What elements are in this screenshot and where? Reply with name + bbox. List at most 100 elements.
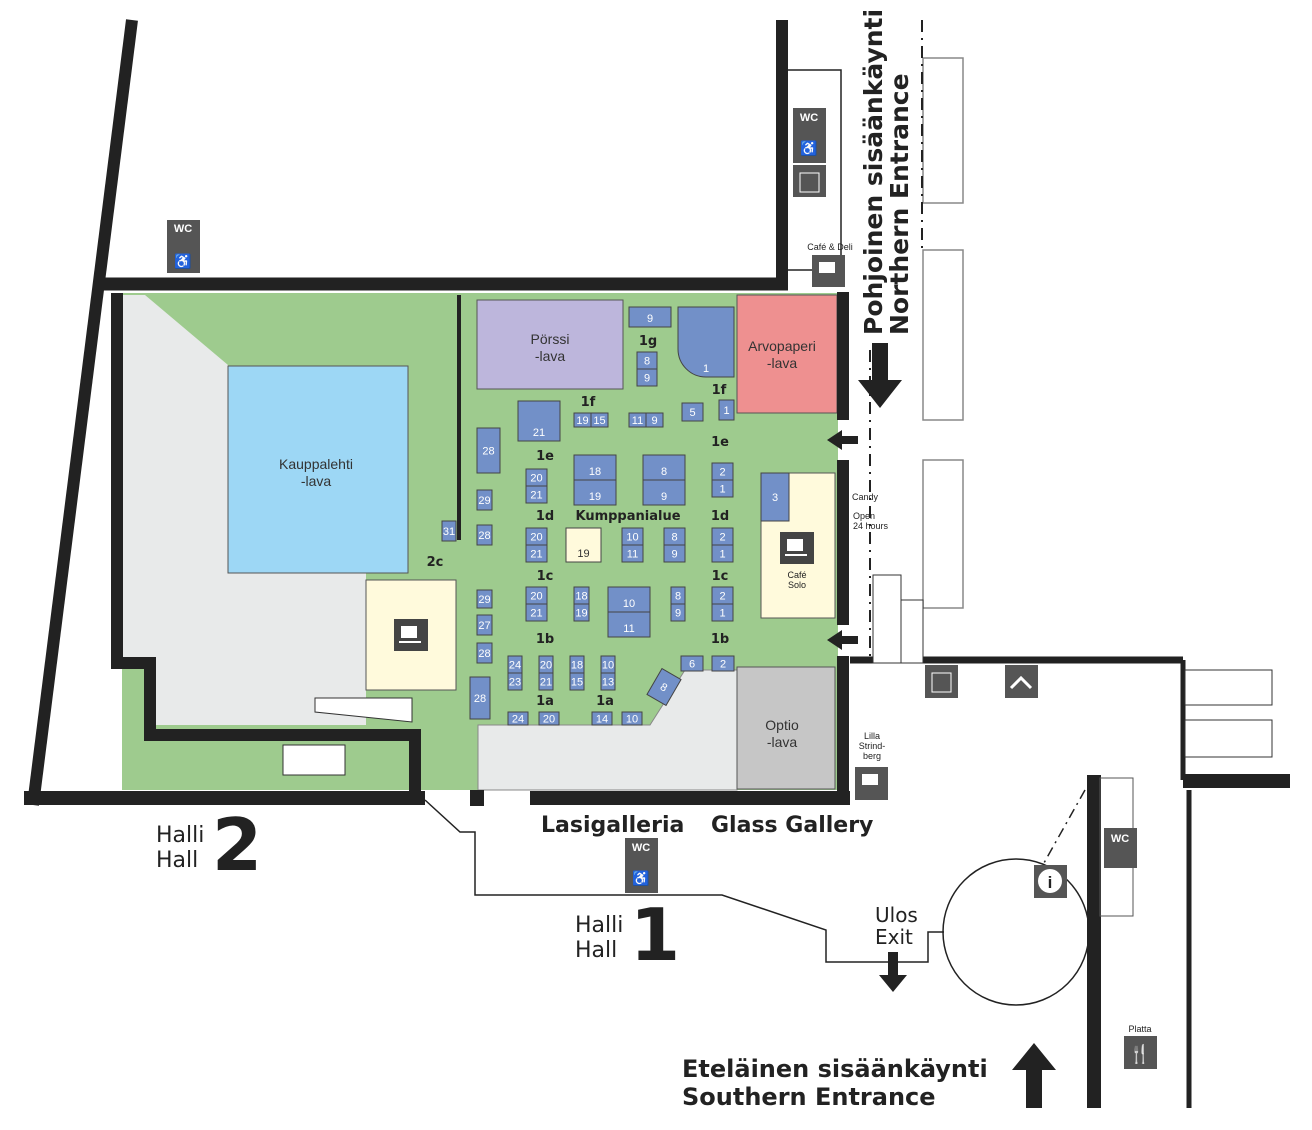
booth[interactable]: 23 [507,672,523,691]
booth[interactable]: 20 [538,711,560,726]
booth[interactable]: 2 [711,655,735,672]
open-label: 24 hours [853,521,889,531]
booth-number: 15 [571,677,583,689]
elevator-icon[interactable] [925,665,958,698]
booth[interactable]: 24 [507,711,529,726]
cafe-hall2[interactable] [365,579,457,691]
booth-shape [663,544,686,563]
booth-number: 9 [651,415,657,427]
booth[interactable]: 10 [600,655,616,674]
wc-icon[interactable]: WC♿ [625,838,658,893]
booth[interactable]: 21 [538,672,554,691]
booth[interactable]: 19 [573,479,617,506]
stage-porssi[interactable]: Pörssi -lava [476,299,624,390]
booth[interactable]: 9 [670,603,686,622]
booth-number: 24 [509,660,521,672]
booth[interactable]: 8 [663,527,686,546]
svg-text:Halli: Halli [575,913,623,938]
booth[interactable]: 1 [677,306,735,378]
booth[interactable]: 18 [569,655,585,674]
booth[interactable]: 21 [517,400,561,442]
booth-number: 19 [576,415,588,427]
booth-shape [469,676,491,720]
booth[interactable]: 20 [525,586,548,605]
booth[interactable]: 15 [569,672,585,691]
stage-arvopaperi[interactable]: Arvopaperi -lava [736,294,838,414]
booth[interactable]: 15 [590,412,609,428]
stage-label: -lava [535,348,566,364]
booth[interactable]: 14 [591,711,613,726]
booth[interactable]: 20 [525,527,548,546]
svg-text:♿: ♿ [174,253,191,270]
platta-restaurant[interactable]: Platta 🍴 [1124,1024,1157,1069]
booth-number: 28 [482,446,494,458]
booth[interactable]: 9 [663,544,686,563]
stage-kauppalehti[interactable]: Kauppalehti -lava [227,365,409,574]
booth[interactable]: 10 [607,586,651,613]
booth[interactable]: 6 [680,655,704,672]
booth-shape [621,544,644,563]
booth[interactable]: 29 [476,589,493,609]
svg-text:Lilla: Lilla [864,731,880,741]
booth-number: 15 [593,415,605,427]
booth[interactable]: 2 [711,462,734,481]
booth[interactable]: 24 [507,655,523,674]
lilla-strindberg[interactable]: Lilla Strind- berg [855,731,888,800]
booth[interactable]: 9 [645,412,664,428]
booth[interactable]: 27 [476,614,493,636]
booth[interactable]: 1 [718,399,735,421]
cloakroom-icon[interactable] [1005,665,1038,698]
booth[interactable]: 19 [565,527,602,563]
booth[interactable]: 28 [476,427,501,474]
booth[interactable]: 21 [525,485,548,504]
booth[interactable]: 10 [621,527,644,546]
booth[interactable]: 9 [628,306,672,328]
stage-optio[interactable]: Optio -lava [736,666,836,790]
booth[interactable]: 9 [636,368,658,387]
booth[interactable]: 31 [441,520,457,542]
booth-number: 20 [543,714,555,726]
booth[interactable]: 28 [476,524,493,546]
booth[interactable]: 20 [525,468,548,487]
booth[interactable]: 29 [476,489,493,511]
booth[interactable]: 8 [636,351,658,370]
booth[interactable]: 1 [711,479,734,498]
booth[interactable]: 21 [525,544,548,563]
info-point[interactable]: i [1034,865,1067,898]
booth[interactable]: 28 [469,676,491,720]
booth[interactable]: 1 [711,603,734,622]
booth[interactable]: 8 [646,667,682,707]
booth[interactable]: 10 [621,711,643,726]
booth-number: 18 [575,591,587,603]
booth[interactable]: 8 [670,586,686,605]
booth[interactable]: 28 [476,642,493,664]
zone-label: 1b [711,632,729,647]
booth[interactable]: 2 [711,527,734,546]
booth[interactable]: 11 [607,611,651,638]
cafe-deli[interactable]: Café & Deli [807,242,853,287]
booth[interactable]: 5 [681,402,704,422]
booth-number: 1 [703,363,709,375]
booth[interactable]: 8 [642,454,686,481]
booth[interactable]: 18 [573,586,590,605]
zone-label: 1f [581,395,596,410]
booth[interactable]: 19 [573,603,590,622]
wc-icon[interactable]: WC♿ [167,220,200,273]
booth[interactable]: 9 [642,479,686,506]
booth[interactable]: 11 [628,412,647,428]
elevator-icon[interactable] [793,165,826,197]
booth[interactable]: 2 [711,586,734,605]
booth[interactable]: 13 [600,672,616,691]
wc-icon[interactable]: WC [1104,828,1137,868]
booth[interactable]: 18 [573,454,617,481]
booth[interactable]: 20 [538,655,554,674]
svg-text:♿: ♿ [632,870,649,887]
svg-text:Eteläinen sisäänkäynti: Eteläinen sisäänkäynti [682,1055,988,1083]
booth[interactable]: 19 [573,412,592,428]
svg-text:Northern Entrance: Northern Entrance [885,73,914,335]
booth[interactable]: 1 [711,544,734,563]
booth[interactable]: 21 [525,603,548,622]
booth[interactable]: 3 [760,472,790,522]
booth[interactable]: 11 [621,544,644,563]
wc-icon[interactable]: WC♿ [793,108,826,163]
